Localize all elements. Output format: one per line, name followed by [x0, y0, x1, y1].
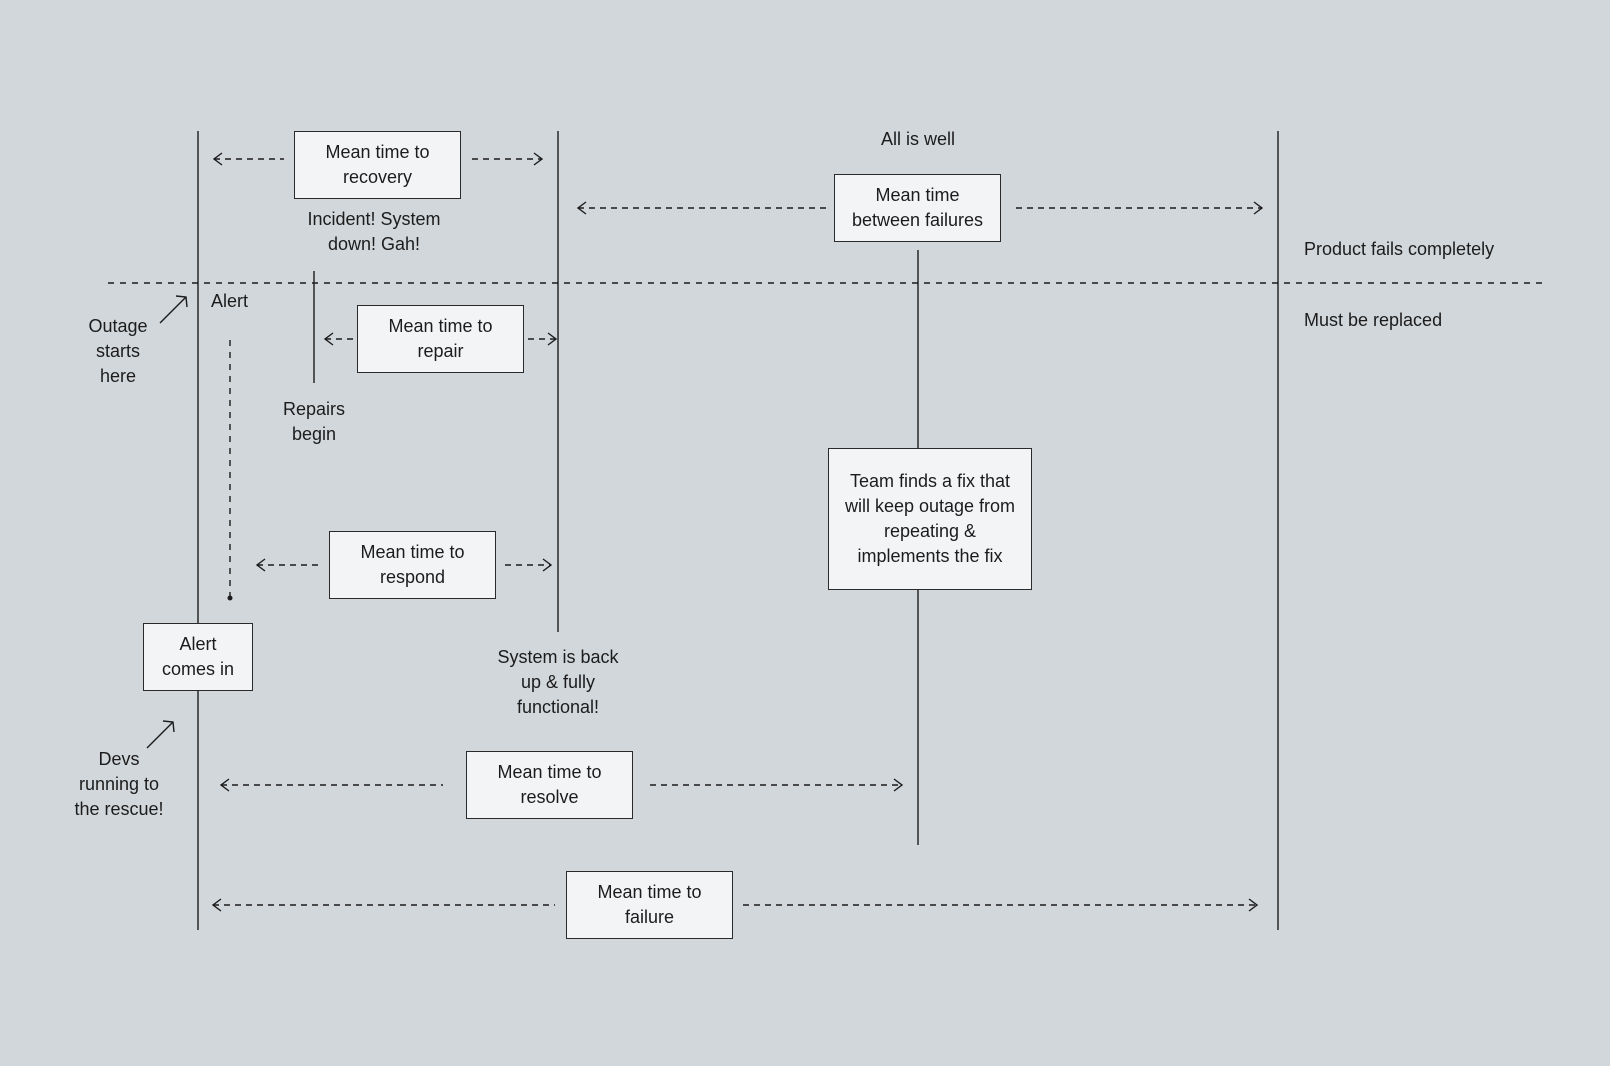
must-be-replaced-label: Must be replaced: [1304, 310, 1443, 330]
mean-time-to-recovery-box: Mean time to recovery: [294, 131, 461, 199]
outage-pointer-arrow: [159, 296, 187, 324]
team-finds-fix-box: Team finds a fix that will keep outage f…: [828, 448, 1032, 590]
incident-label: Incident! System down! Gah!: [307, 209, 441, 254]
outage-starts-label: Outage starts here: [88, 316, 148, 386]
arrow-right-respond: [542, 558, 553, 572]
devs-running-label: Devs running to the rescue!: [74, 749, 164, 819]
product-fails-label: Product fails completely: [1304, 239, 1495, 259]
arrow-left-resolve: [219, 778, 230, 792]
mean-time-to-failure-box: Mean time to failure: [566, 871, 733, 939]
alert-dot: [227, 595, 233, 601]
repairs-begin-label: Repairs begin: [282, 399, 346, 444]
arrow-right-mtbf: [1253, 201, 1264, 215]
arrow-left-respond: [255, 558, 266, 572]
alert-comes-in-box: Alert comes in: [143, 623, 253, 691]
arrow-left-repair: [323, 332, 334, 346]
devs-pointer-arrow: [146, 721, 174, 749]
all-is-well-label: All is well: [880, 129, 955, 149]
system-back-label: System is back up & fully functional!: [497, 647, 619, 717]
arrow-left-recovery: [212, 152, 223, 166]
arrow-right-resolve: [893, 778, 904, 792]
arrow-left-mtbf: [576, 201, 587, 215]
mean-time-to-respond-box: Mean time to respond: [329, 531, 496, 599]
alert-label: Alert: [211, 291, 249, 311]
arrow-left-mttf: [211, 898, 222, 912]
arrow-right-mttf: [1248, 898, 1259, 912]
arrow-right-recovery: [533, 152, 544, 166]
mean-time-to-repair-box: Mean time to repair: [357, 305, 524, 373]
mean-time-between-failures-box: Mean time between failures: [834, 174, 1001, 242]
arrow-right-repair: [547, 332, 558, 346]
mean-time-to-resolve-box: Mean time to resolve: [466, 751, 633, 819]
